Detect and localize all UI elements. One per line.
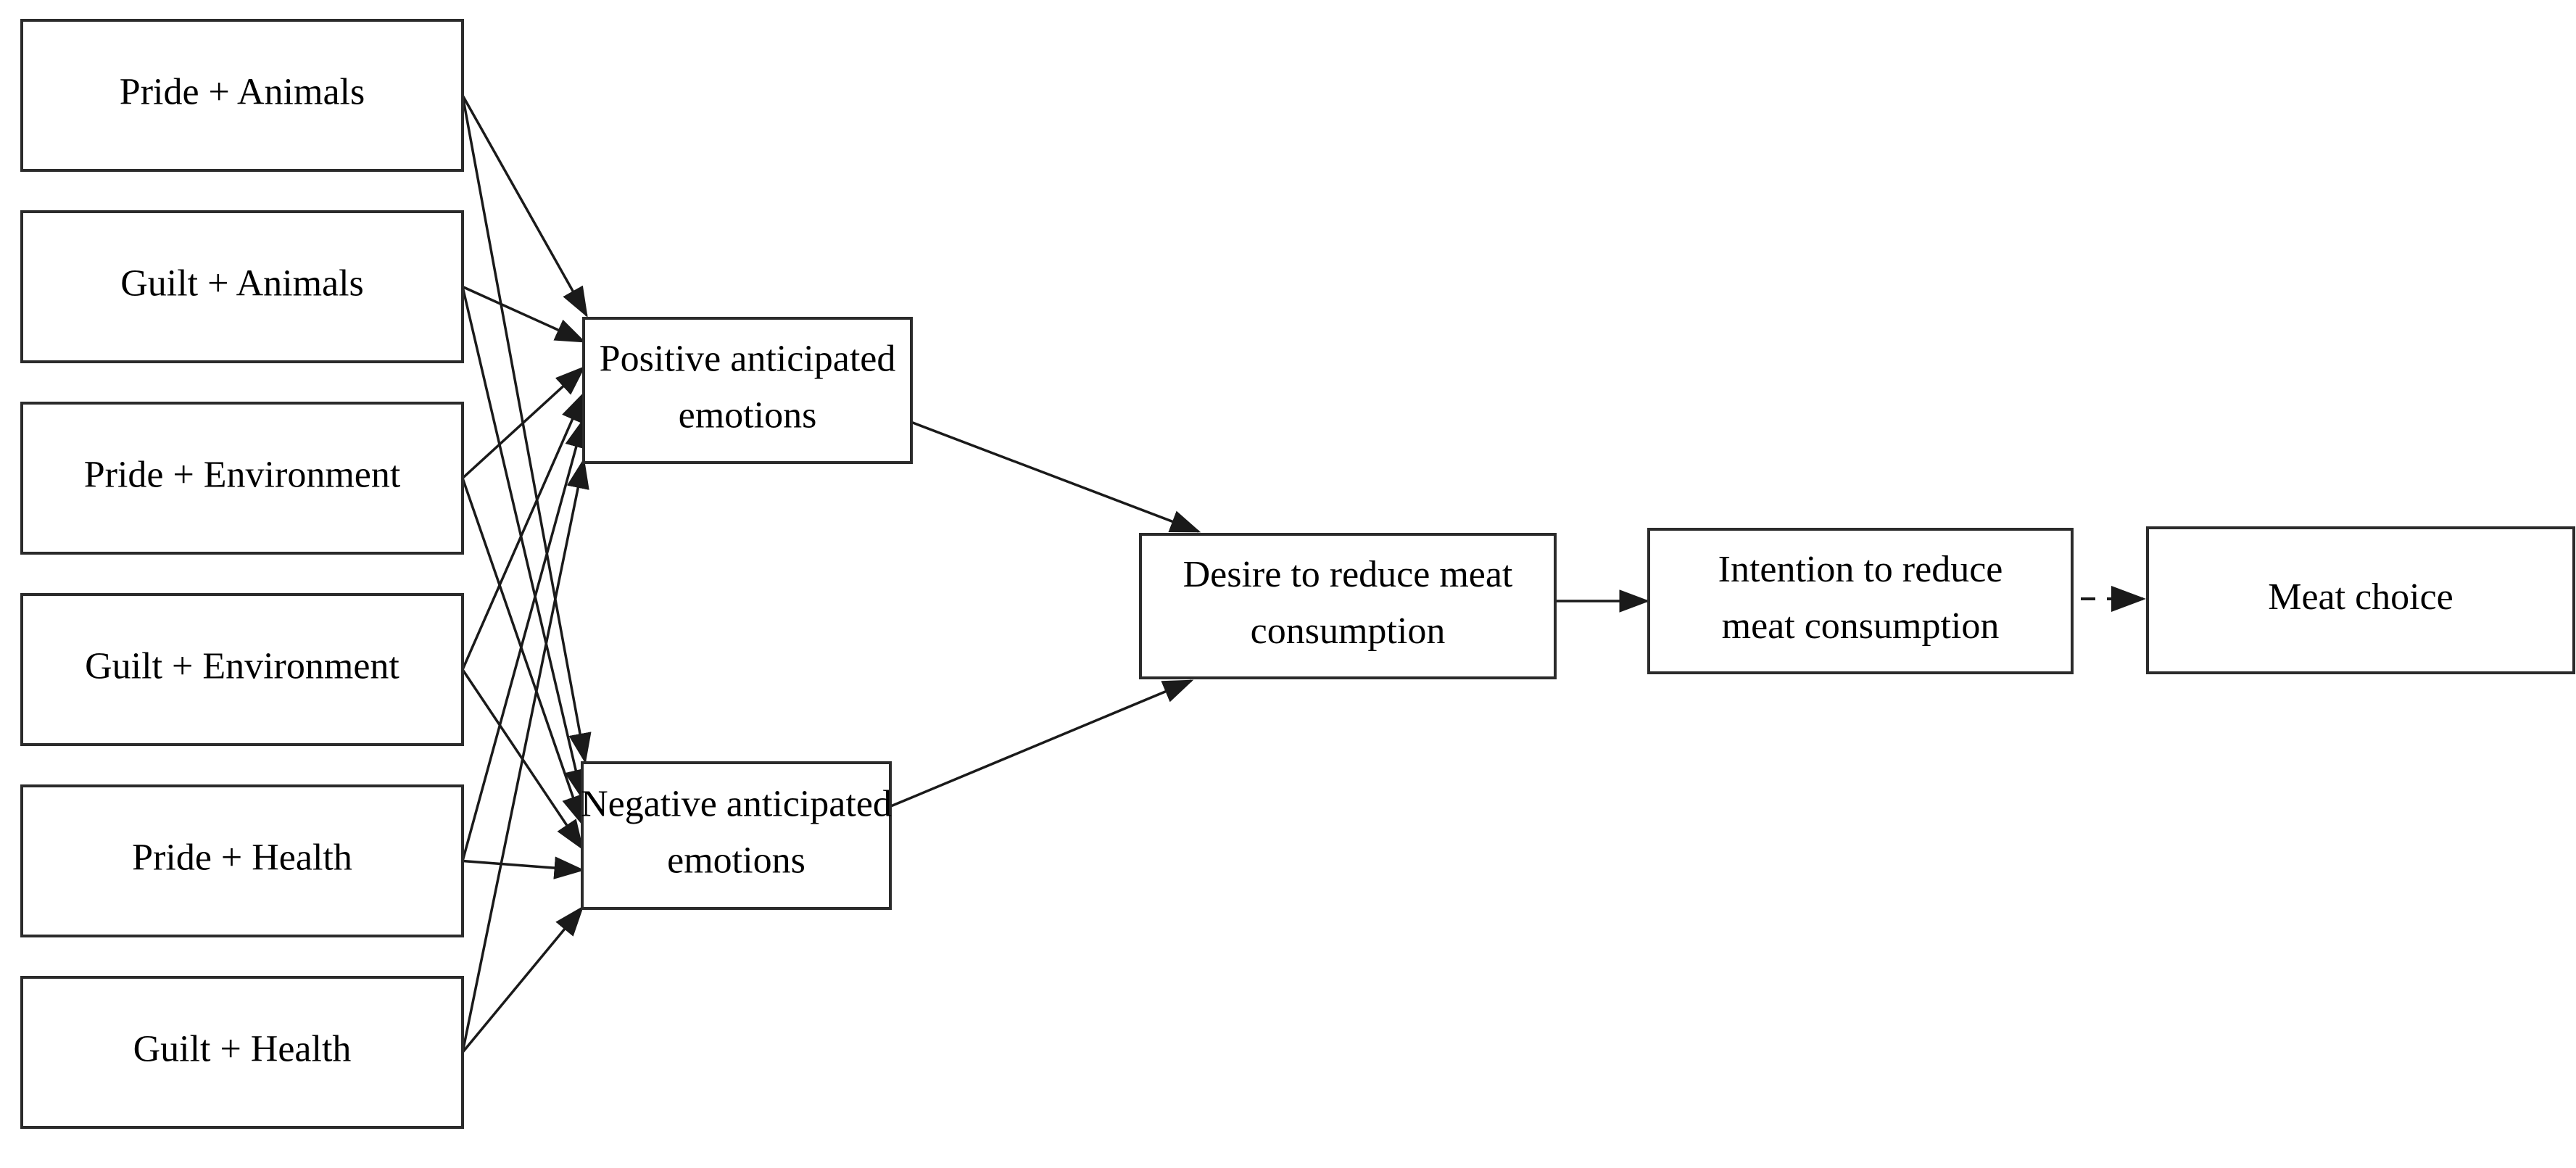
node-label-pride_animals: Pride + Animals [120, 71, 365, 112]
edge-guilt_environment-to-positive_emotions [461, 391, 585, 671]
node-pride_health[interactable]: Pride + Health [20, 784, 464, 937]
node-box-negative_emotions[interactable] [581, 761, 892, 910]
node-label-pride_health: Pride + Health [132, 837, 352, 878]
node-box-meat_choice[interactable] [2146, 526, 2575, 674]
edge-pride_animals-to-negative_emotions [461, 95, 592, 764]
node-pride_environment[interactable]: Pride + Environment [20, 402, 464, 555]
node-label-pride_environment: Pride + Environment [84, 454, 401, 495]
node-label-intention: Intention to reduce [1718, 549, 2003, 590]
edge-guilt_animals-to-positive_emotions [462, 285, 587, 343]
node-label-meat_choice: Meat choice [2268, 576, 2453, 618]
node-label-desire: Desire to reduce meat [1183, 554, 1513, 595]
node-box-positive_emotions[interactable] [582, 317, 913, 464]
edge-negative_emotions-to-desire [890, 679, 1194, 808]
node-label-positive_emotions: Positive anticipated [600, 338, 896, 379]
edge-guilt_environment-to-negative_emotions [461, 668, 584, 850]
node-pride_animals[interactable]: Pride + Animals [20, 19, 464, 172]
node-box-pride_environment[interactable] [20, 402, 464, 555]
node-label-positive_emotions: emotions [679, 394, 817, 436]
node-box-guilt_animals[interactable] [20, 210, 464, 363]
node-box-pride_health[interactable] [20, 784, 464, 937]
edge-positive_emotions-to-desire [911, 421, 1201, 533]
node-guilt_animals[interactable]: Guilt + Animals [20, 210, 464, 363]
node-negative_emotions[interactable]: Negative anticipated emotions [581, 761, 892, 910]
node-label-desire: consumption [1251, 610, 1446, 652]
node-intention[interactable]: Intention to reduce meat consumption [1647, 528, 2074, 674]
node-guilt_health[interactable]: Guilt + Health [20, 976, 464, 1129]
edge-pride_environment-to-negative_emotions [461, 477, 584, 827]
node-desire[interactable]: Desire to reduce meat consumption [1139, 533, 1557, 679]
node-label-guilt_animals: Guilt + Animals [120, 262, 364, 304]
edge-guilt_animals-to-negative_emotions [461, 286, 587, 800]
edge-guilt_health-to-negative_emotions [461, 906, 584, 1053]
node-box-guilt_environment[interactable] [20, 593, 464, 746]
node-guilt_environment[interactable]: Guilt + Environment [20, 593, 464, 746]
edge-pride_health-to-positive_emotions [461, 417, 587, 861]
node-box-intention[interactable] [1647, 528, 2074, 674]
node-meat_choice[interactable]: Meat choice [2146, 526, 2575, 674]
node-box-guilt_health[interactable] [20, 976, 464, 1129]
node-positive_emotions[interactable]: Positive anticipated emotions [582, 317, 913, 464]
edge-pride_health-to-negative_emotions [462, 856, 585, 879]
node-label-negative_emotions: emotions [667, 840, 805, 881]
node-box-pride_animals[interactable] [20, 19, 464, 172]
edge-guilt_health-to-positive_emotions [461, 457, 589, 1053]
edge-pride_animals-to-positive_emotions [461, 94, 588, 318]
node-box-desire[interactable] [1139, 533, 1557, 679]
node-label-intention: meat consumption [1722, 605, 2000, 647]
node-label-negative_emotions: Negative anticipated [581, 783, 892, 824]
node-label-guilt_environment: Guilt + Environment [85, 645, 399, 687]
edges-layer [461, 94, 2146, 1053]
node-label-guilt_health: Guilt + Health [133, 1028, 352, 1069]
